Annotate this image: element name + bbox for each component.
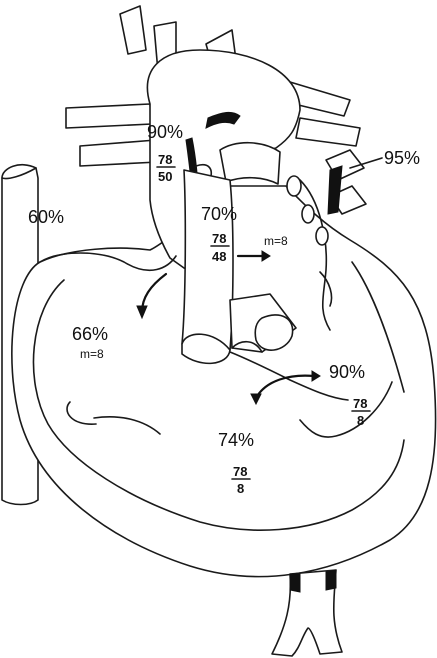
right-ventricle-pressure-bottom: 8 bbox=[237, 481, 244, 496]
left-ventricle-saturation-label: 90% bbox=[329, 362, 365, 382]
right-ventricle-pressure-top: 78 bbox=[233, 464, 247, 479]
right-atrium-mean-label: m=8 bbox=[80, 347, 104, 361]
inferior-vena-cava bbox=[272, 570, 342, 656]
svc-saturation-label: 60% bbox=[28, 207, 64, 227]
left-atrium-mean-label: m=8 bbox=[264, 234, 288, 248]
pulmonary-branches-left bbox=[66, 104, 158, 166]
pulmonary-artery-saturation-label: 70% bbox=[201, 204, 237, 224]
right-atrium-saturation-label: 66% bbox=[72, 324, 108, 344]
pulmonary-vein-saturation-label: 95% bbox=[384, 148, 420, 168]
pulmonary-artery-pressure-bottom: 48 bbox=[212, 249, 226, 264]
right-ventricle-saturation-label: 74% bbox=[218, 430, 254, 450]
aorta-saturation-label: 90% bbox=[147, 122, 183, 142]
pulmonary-artery-pressure-top: 78 bbox=[212, 231, 226, 246]
aorta-pressure-bottom: 50 bbox=[158, 169, 172, 184]
left-ventricle-pressure-bottom: 8 bbox=[357, 413, 364, 428]
left-ventricle-pressure-top: 78 bbox=[353, 396, 367, 411]
aorta-pressure-top: 78 bbox=[158, 152, 172, 167]
